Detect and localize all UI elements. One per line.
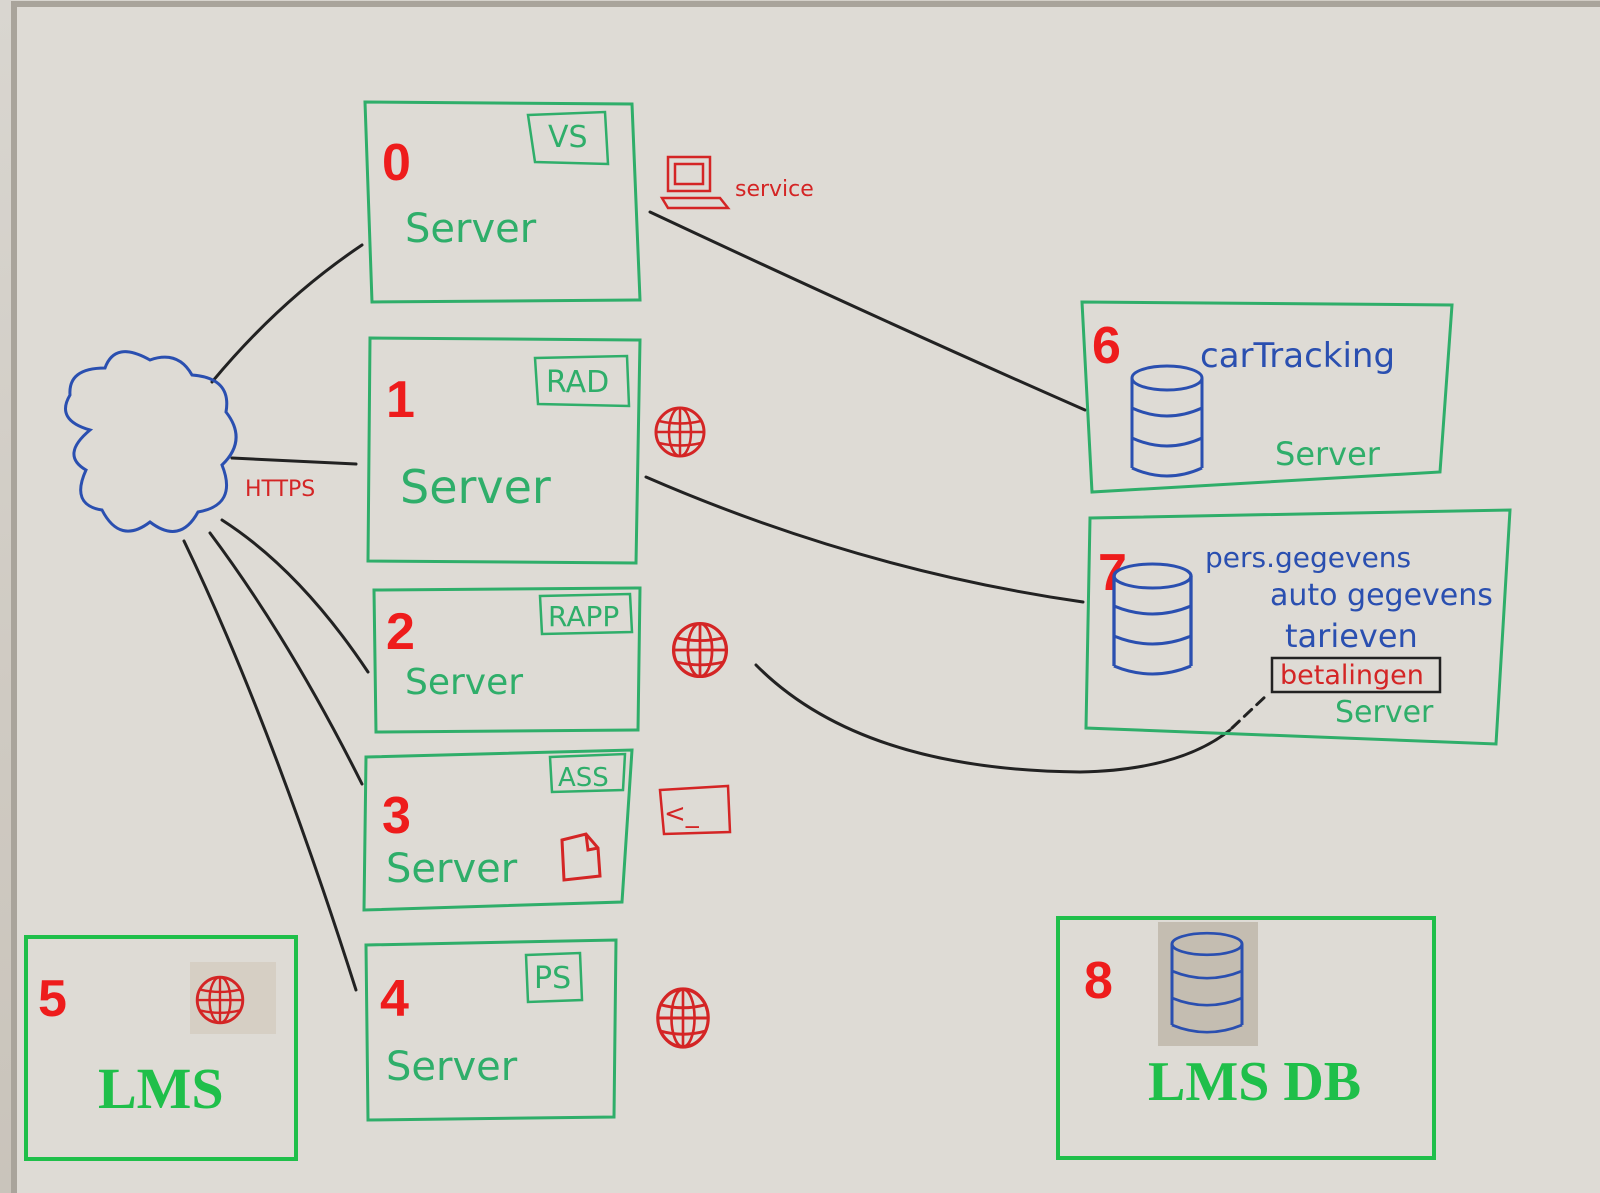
node-label: Server — [405, 662, 523, 703]
node-server-3: ASS 3 Server — [362, 748, 634, 912]
node-server-2: RAPP 2 Server — [372, 586, 642, 734]
tag-box — [526, 110, 610, 166]
node-server-6: 6 carTracking Server — [1080, 300, 1454, 494]
service-label: service — [735, 177, 814, 202]
node-label: Server — [405, 206, 537, 252]
globe-icon — [671, 621, 729, 679]
node-line: pers.gegevens — [1205, 541, 1411, 574]
node-tag: ASS — [558, 763, 609, 793]
node-number: 5 — [38, 970, 67, 1028]
node-number: 3 — [382, 787, 411, 845]
whiteboard-surface — [11, 1, 1600, 1193]
node-server-1: RAD 1 Server — [366, 336, 642, 565]
link-cloud-server-1 — [230, 456, 358, 466]
link-server-0-server-6 — [648, 210, 1087, 412]
node-label: Server — [1335, 695, 1434, 730]
link-server-1-server-7 — [644, 475, 1085, 604]
boxed-line-frame — [1270, 656, 1442, 694]
node-tag: PS — [534, 961, 571, 996]
node-label: LMS — [98, 1056, 224, 1121]
tag-box — [548, 752, 627, 794]
globe-icon — [654, 406, 706, 458]
link-server-2-server-7 — [754, 663, 1232, 774]
link-cloud-server-2 — [220, 518, 370, 674]
connector-lines — [182, 210, 1270, 992]
node-number: 4 — [380, 970, 409, 1028]
node-server-0: VS 0 Server — [363, 100, 642, 304]
node-number: 8 — [1084, 952, 1113, 1010]
document-icon — [560, 832, 602, 882]
node-number: 1 — [386, 371, 415, 429]
node-number: 6 — [1092, 317, 1121, 375]
node-label: LMS DB — [1148, 1051, 1361, 1113]
https-label: HTTPS — [245, 477, 315, 502]
link-cloud-server-3 — [208, 531, 364, 786]
node-boxed-line: betalingen — [1280, 660, 1424, 691]
node-server-4: PS 4 Server — [364, 938, 618, 1122]
node-lms: 5 LMS — [24, 935, 298, 1161]
laptop-icon — [659, 155, 731, 210]
link-dashed-betalingen — [1230, 692, 1270, 730]
node-line: auto gegevens — [1270, 578, 1493, 613]
node-label: Server — [400, 460, 551, 514]
node-label: Server — [1275, 435, 1381, 473]
globe-icon — [655, 987, 711, 1049]
link-cloud-server-0 — [210, 243, 364, 384]
node-number: 2 — [386, 603, 415, 661]
cloud-icon — [64, 350, 238, 533]
tag-box — [533, 354, 631, 408]
node-number: 0 — [382, 134, 411, 192]
terminal-prompt: <_ — [664, 799, 700, 829]
node-tag: VS — [548, 120, 588, 155]
node-tag: RAPP — [548, 600, 619, 633]
node-label: Server — [386, 1044, 518, 1090]
node-line: tarieven — [1285, 617, 1418, 655]
node-tag: RAD — [546, 365, 609, 400]
tag-box — [538, 592, 634, 636]
link-cloud-server-4 — [182, 539, 358, 992]
node-label: Server — [386, 846, 518, 892]
node-server-7: 7 pers.gegevens auto gegevens tarieven b… — [1084, 508, 1512, 746]
node-title: carTracking — [1200, 336, 1395, 376]
globe-icon — [195, 975, 245, 1025]
terminal-icon: <_ — [658, 784, 732, 836]
node-lms-db: 8 LMS DB — [1056, 916, 1436, 1160]
tag-box — [524, 951, 584, 1004]
